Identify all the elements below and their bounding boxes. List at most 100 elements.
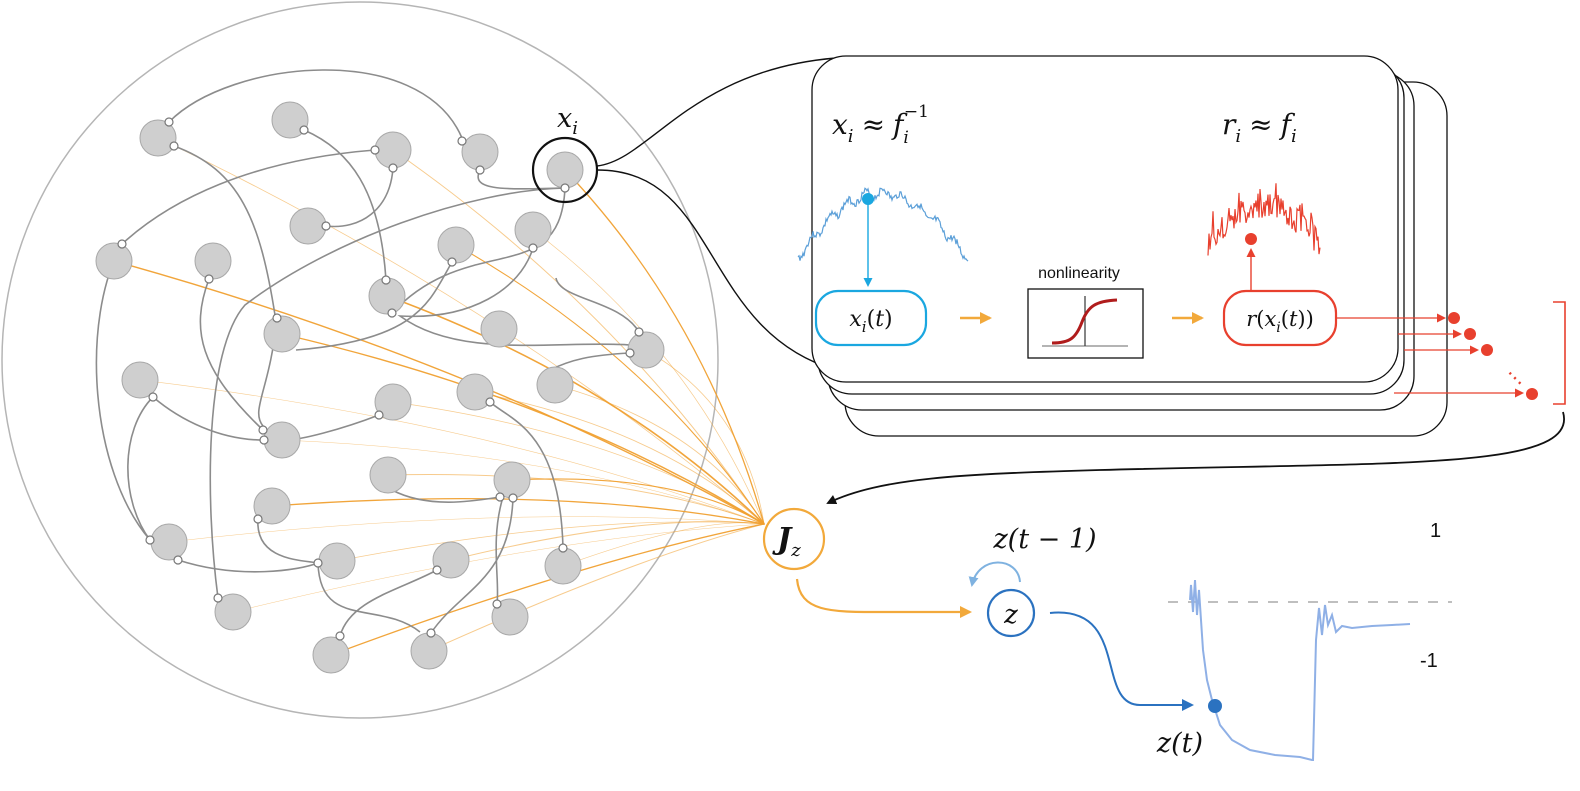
synapse-marker (381, 275, 391, 285)
neuron-node (374, 131, 412, 169)
level-high-label: 1 (1430, 520, 1441, 542)
readout-projection (387, 474, 765, 525)
neuron-node (374, 383, 412, 421)
neuron-node (150, 523, 188, 561)
recurrent-edge (325, 167, 394, 228)
neuron-nodes (95, 101, 665, 674)
neuron-node (544, 547, 582, 585)
recurrent-edge (257, 518, 319, 564)
synapse-marker (426, 628, 436, 638)
recurrent-edge (127, 396, 154, 541)
neuron-node (491, 598, 529, 636)
synapse-marker (145, 535, 155, 545)
recurrent-edge (397, 247, 631, 347)
z-output-trace (1189, 579, 1411, 761)
synapse-marker (485, 397, 495, 407)
synapse-marker (432, 565, 442, 575)
readout-projection (157, 137, 765, 525)
input-state-box (814, 289, 928, 347)
synapse-marker (313, 558, 323, 568)
recurrent-edge (317, 562, 421, 633)
sigmoid-curve (1051, 298, 1118, 345)
nonlinearity-title: nonlinearity (1038, 265, 1120, 282)
neuron-node (214, 593, 252, 631)
neuron-node (263, 421, 301, 459)
neuron-node (410, 632, 448, 670)
neuron-node (514, 211, 552, 249)
network-boundary (1, 1, 719, 719)
readout-projection (532, 229, 765, 525)
readout-projection (428, 523, 765, 652)
neuron-node (456, 373, 494, 411)
synapse-marker (173, 555, 183, 565)
synapse-marker (560, 183, 570, 193)
neuron-node (263, 315, 301, 353)
neuron-node-selected (546, 151, 584, 189)
neuron-node (121, 361, 159, 399)
z-sample-dot (1208, 699, 1222, 713)
readout-projection (232, 523, 765, 613)
neuron-node (536, 366, 574, 404)
readout-projection (168, 516, 765, 543)
recurrent-edge (199, 278, 264, 431)
recurrent-edge (152, 396, 264, 441)
synapse-marker (447, 257, 457, 267)
readout-projection (392, 149, 765, 525)
neuron-node (253, 487, 291, 525)
z-previous-label: z(t − 1) (992, 524, 1096, 555)
recurrent-edge (339, 569, 438, 637)
synapse-marker (204, 274, 214, 284)
synapse-marker (508, 493, 518, 503)
recurrent-edge (173, 145, 276, 316)
input-formula: xi≈fi−1 (832, 102, 929, 148)
readout-projection (281, 439, 765, 525)
neuron-node (312, 636, 350, 674)
neuron-node (461, 133, 499, 171)
rate-vector-dots (1448, 312, 1538, 400)
readout-projection (392, 401, 765, 525)
synapse-marker (213, 593, 223, 603)
neuron-node (194, 242, 232, 280)
callout-line-bottom (596, 169, 837, 371)
synapse-marker (457, 136, 467, 146)
z-node-label: z (1003, 600, 1018, 630)
input-state-label: xi(t) (849, 307, 892, 336)
synapse-marker (634, 327, 644, 337)
readout-projection (386, 295, 765, 525)
synapse-marker (558, 543, 568, 553)
input-current-trace (797, 187, 969, 262)
z-current-label: z(t) (1156, 728, 1203, 759)
synapse-marker (387, 308, 397, 318)
synapse-marker (528, 243, 538, 253)
readout-projections (113, 137, 765, 656)
readout-projection (562, 522, 765, 567)
readout-projection (450, 521, 765, 561)
recurrent-edge (168, 69, 463, 139)
readout-node (762, 507, 826, 571)
neuron-node (271, 101, 309, 139)
level-low-label: -1 (1420, 650, 1438, 672)
synapse-marker (475, 165, 485, 175)
readout-projection (113, 260, 765, 525)
readout-label: Jz (772, 522, 801, 561)
recurrent-edge (555, 277, 640, 333)
readout-projection (564, 169, 765, 525)
synapse-marker (335, 631, 345, 641)
selected-neuron-label: xi (557, 103, 578, 139)
neuron-node (289, 207, 327, 245)
recurrent-edge (209, 187, 566, 599)
neuron-node (437, 226, 475, 264)
synapse-marker (259, 435, 269, 445)
recurrent-edge (391, 187, 566, 314)
callout-line-top (596, 57, 837, 167)
z-to-trace-arrow (1049, 611, 1194, 711)
neuron-node (139, 119, 177, 157)
recurrent-edge (549, 352, 631, 371)
output-formula: ri≈fi (1222, 108, 1297, 147)
z-recurrence-loop (968, 561, 1021, 587)
synapse-marker (272, 313, 282, 323)
readout-projection (554, 384, 765, 525)
synapse-marker (148, 392, 158, 402)
readout-projection (474, 391, 765, 525)
